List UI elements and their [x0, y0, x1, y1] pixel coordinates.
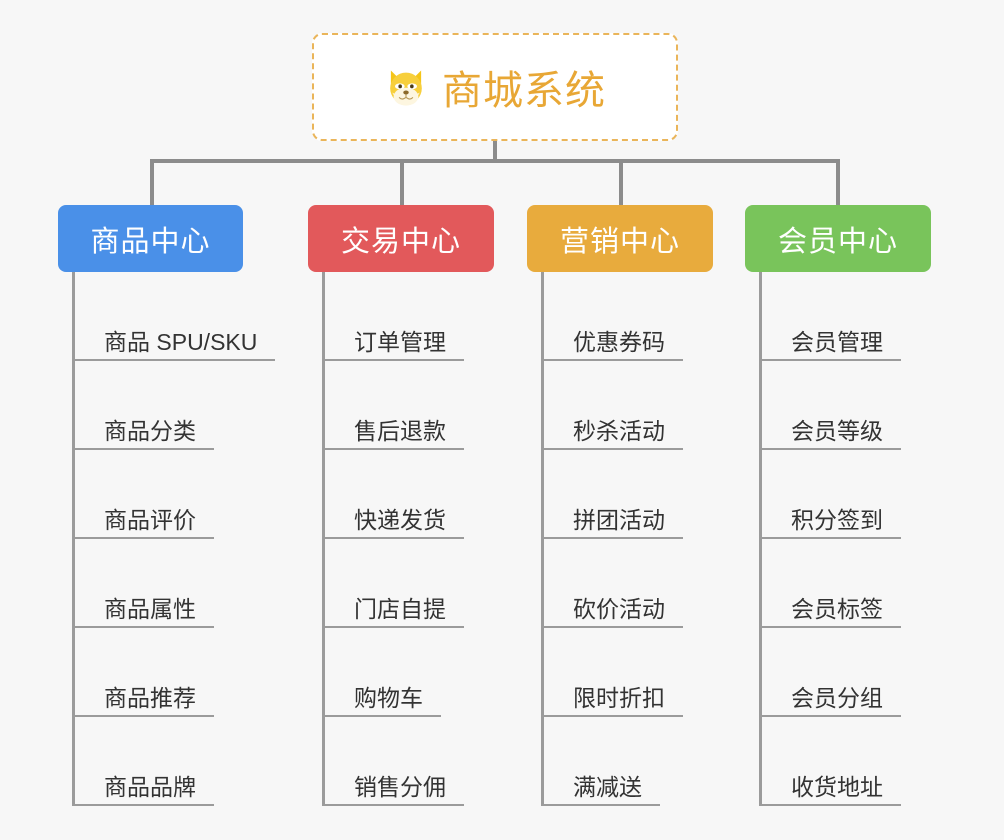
list-item[interactable]: 收货地址: [759, 717, 901, 806]
leaf-label: 商品品牌: [72, 774, 214, 806]
list-item[interactable]: 会员标签: [759, 539, 901, 628]
leaf-label: 会员管理: [759, 329, 901, 361]
shiba-dog-face-icon: [384, 65, 428, 109]
category-header-product[interactable]: 商品中心: [58, 205, 243, 272]
leaf-label: 收货地址: [759, 774, 901, 806]
connector-drop-4: [836, 159, 840, 206]
category-column-product: 商品中心 商品 SPU/SKU 商品分类 商品评价 商品属性 商品推荐 商品品牌: [58, 205, 276, 806]
category-header-trade[interactable]: 交易中心: [308, 205, 494, 272]
category-column-marketing: 营销中心 优惠券码 秒杀活动 拼团活动 砍价活动 限时折扣 满减送: [527, 205, 713, 806]
connector-root-stem: [493, 141, 497, 162]
leaf-label: 满减送: [541, 774, 660, 806]
leaf-label: 秒杀活动: [541, 418, 683, 450]
list-item[interactable]: 商品 SPU/SKU: [72, 272, 276, 361]
category-spine-marketing: [541, 272, 544, 806]
category-spine-trade: [322, 272, 325, 806]
connector-horizontal-bus: [150, 159, 840, 163]
leaf-label: 商品评价: [72, 507, 214, 539]
list-item[interactable]: 优惠券码: [541, 272, 683, 361]
leaf-label: 会员分组: [759, 685, 901, 717]
leaf-label: 拼团活动: [541, 507, 683, 539]
list-item[interactable]: 商品分类: [72, 361, 275, 450]
category-column-trade: 交易中心 订单管理 售后退款 快递发货 门店自提 购物车 销售分佣: [308, 205, 494, 806]
list-item[interactable]: 商品品牌: [72, 717, 275, 806]
leaf-list-member: 会员管理 会员等级 积分签到 会员标签 会员分组 收货地址: [759, 272, 901, 806]
category-spine-member: [759, 272, 762, 806]
list-item[interactable]: 售后退款: [322, 361, 464, 450]
root-node-mall-system[interactable]: 商城系统: [312, 33, 678, 141]
leaf-label: 售后退款: [322, 418, 464, 450]
leaf-label: 商品属性: [72, 596, 214, 628]
list-item[interactable]: 快递发货: [322, 450, 464, 539]
list-item[interactable]: 会员等级: [759, 361, 901, 450]
root-node-title: 商城系统: [442, 69, 606, 113]
connector-drop-1: [150, 159, 154, 206]
list-item[interactable]: 购物车: [322, 628, 464, 717]
list-item[interactable]: 积分签到: [759, 450, 901, 539]
leaf-label: 门店自提: [322, 596, 464, 628]
leaf-list-product: 商品 SPU/SKU 商品分类 商品评价 商品属性 商品推荐 商品品牌: [72, 272, 276, 806]
leaf-label: 会员等级: [759, 418, 901, 450]
leaf-label: 限时折扣: [541, 685, 683, 717]
list-item[interactable]: 砍价活动: [541, 539, 683, 628]
list-item[interactable]: 满减送: [541, 717, 683, 806]
leaf-label: 商品推荐: [72, 685, 214, 717]
leaf-label: 购物车: [322, 685, 441, 717]
category-column-member: 会员中心 会员管理 会员等级 积分签到 会员标签 会员分组 收货地址: [745, 205, 931, 806]
category-header-marketing[interactable]: 营销中心: [527, 205, 713, 272]
list-item[interactable]: 限时折扣: [541, 628, 683, 717]
list-item[interactable]: 商品属性: [72, 539, 275, 628]
category-header-member[interactable]: 会员中心: [745, 205, 931, 272]
leaf-list-marketing: 优惠券码 秒杀活动 拼团活动 砍价活动 限时折扣 满减送: [541, 272, 683, 806]
list-item[interactable]: 会员分组: [759, 628, 901, 717]
leaf-label: 优惠券码: [541, 329, 683, 361]
list-item[interactable]: 秒杀活动: [541, 361, 683, 450]
list-item[interactable]: 门店自提: [322, 539, 464, 628]
leaf-label: 积分签到: [759, 507, 901, 539]
connector-drop-3: [619, 159, 623, 206]
list-item[interactable]: 订单管理: [322, 272, 464, 361]
list-item[interactable]: 销售分佣: [322, 717, 464, 806]
leaf-label: 会员标签: [759, 596, 901, 628]
leaf-label: 快递发货: [322, 507, 464, 539]
list-item[interactable]: 商品推荐: [72, 628, 275, 717]
leaf-label: 商品 SPU/SKU: [72, 329, 276, 361]
leaf-label: 商品分类: [72, 418, 214, 450]
leaf-label: 销售分佣: [322, 774, 464, 806]
leaf-label: 砍价活动: [541, 596, 683, 628]
connector-drop-2: [400, 159, 404, 206]
list-item[interactable]: 商品评价: [72, 450, 275, 539]
leaf-list-trade: 订单管理 售后退款 快递发货 门店自提 购物车 销售分佣: [322, 272, 464, 806]
leaf-label: 订单管理: [322, 329, 464, 361]
category-spine-product: [72, 272, 75, 806]
list-item[interactable]: 拼团活动: [541, 450, 683, 539]
list-item[interactable]: 会员管理: [759, 272, 901, 361]
